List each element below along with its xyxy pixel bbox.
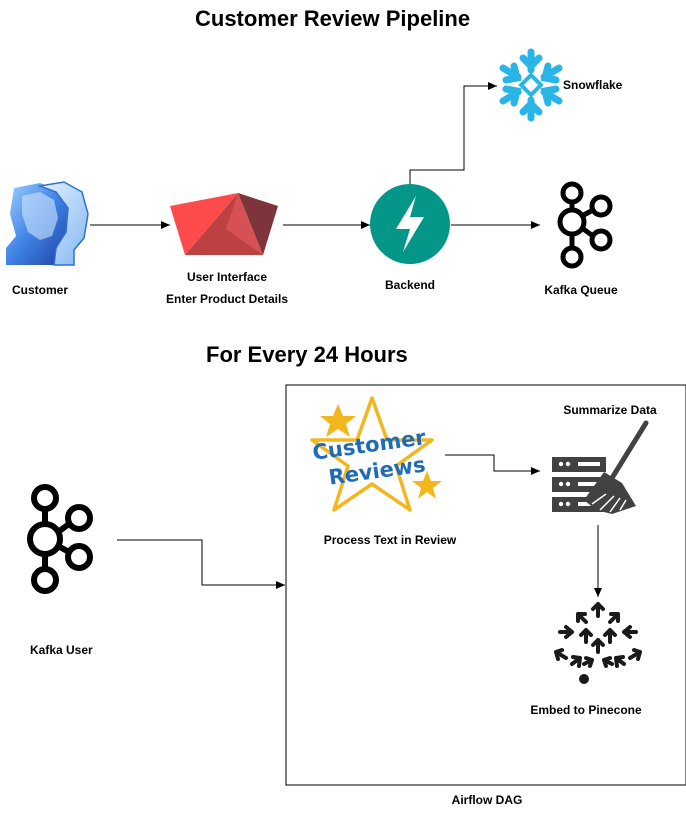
schedule-title: For Every 24 Hours [206, 342, 408, 367]
kafka-queue-icon [557, 181, 613, 269]
snowflake-icon [499, 48, 563, 122]
snowflake-label: Snowflake [563, 78, 623, 92]
summarize-server-broom-icon [552, 420, 649, 514]
airflow-dag-label: Airflow DAG [451, 793, 523, 807]
embed-label: Embed to Pinecone [530, 703, 642, 717]
customer-reviews-badge-icon: Customer Reviews [310, 396, 442, 512]
pinecone-icon [554, 602, 642, 668]
edge-process-to-summarize [445, 454, 540, 475]
kafka-user-label: Kafka User [30, 643, 93, 657]
edge-kafka-user-to-dag [117, 539, 285, 589]
kafka-user-icon [27, 484, 93, 594]
pipeline-title: Customer Review Pipeline [195, 6, 471, 31]
ui-label-line2: Enter Product Details [165, 292, 289, 306]
streamlit-icon [170, 193, 278, 255]
pinecone-base-dot [579, 674, 589, 684]
kafka-queue-label: Kafka Queue [544, 283, 618, 297]
ui-label-line1: User Interface [186, 270, 268, 284]
fastapi-icon [370, 184, 450, 264]
airflow-dag-container [285, 384, 686, 786]
customer-icon [6, 181, 89, 266]
summarize-label: Summarize Data [563, 403, 657, 417]
process-text-label: Process Text in Review [323, 533, 457, 547]
edge-backend-to-snowflake [409, 82, 497, 185]
backend-label: Backend [384, 278, 436, 292]
customer-label: Customer [12, 283, 69, 297]
